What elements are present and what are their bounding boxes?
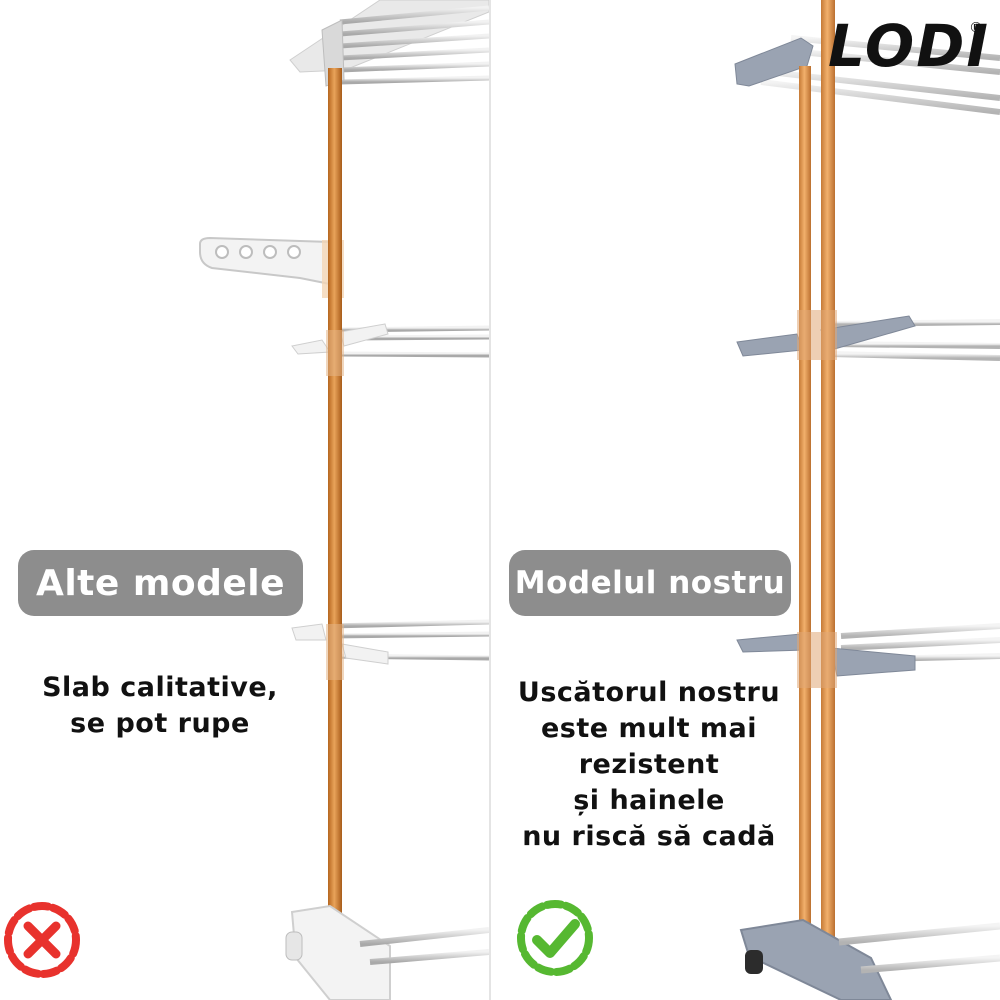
description-line: se pot rupe — [70, 708, 250, 739]
our-model-label: Modelul nostru — [509, 550, 791, 616]
support-pole-front — [799, 66, 811, 956]
middle-shelf — [736, 315, 1000, 361]
support-pole-back — [821, 0, 835, 960]
description-line: Uscătorul nostru — [517, 677, 781, 708]
top-shelf — [289, 0, 489, 87]
description-line: rezistent — [578, 749, 720, 780]
check-mark-icon — [517, 900, 593, 976]
description-line: este mult mai — [540, 713, 758, 744]
lower-shelf — [736, 623, 1000, 677]
our-dryer-illustration — [734, 0, 1000, 1000]
registered-mark: ® — [969, 20, 983, 36]
other-dryer-illustration — [199, 0, 489, 1000]
panel-divider — [489, 0, 491, 1000]
middle-shelf — [291, 323, 489, 358]
cross-mark-icon — [4, 902, 80, 978]
comparison-panel-our-model: LODI ® Modelul nostru Uscătorul nostru e… — [491, 0, 1000, 1000]
brand-logo: LODI — [828, 12, 990, 80]
support-pole — [328, 68, 342, 948]
base-with-wheels — [739, 918, 1000, 1000]
hook-bar — [199, 236, 344, 298]
other-models-label: Alte modele — [18, 550, 303, 616]
lower-shelf — [291, 619, 489, 665]
comparison-panel-other-models: Alte modele Slab calitative, se pot rupe — [0, 0, 489, 1000]
other-models-description: Slab calitative, se pot rupe — [20, 670, 300, 742]
description-line: nu riscă să cadă — [522, 821, 776, 852]
base-with-wheels — [285, 904, 489, 1000]
description-line: Slab calitative, — [42, 672, 278, 703]
our-model-description: Uscătorul nostru este mult mai rezistent… — [503, 675, 795, 855]
description-line: și hainele — [573, 785, 725, 816]
